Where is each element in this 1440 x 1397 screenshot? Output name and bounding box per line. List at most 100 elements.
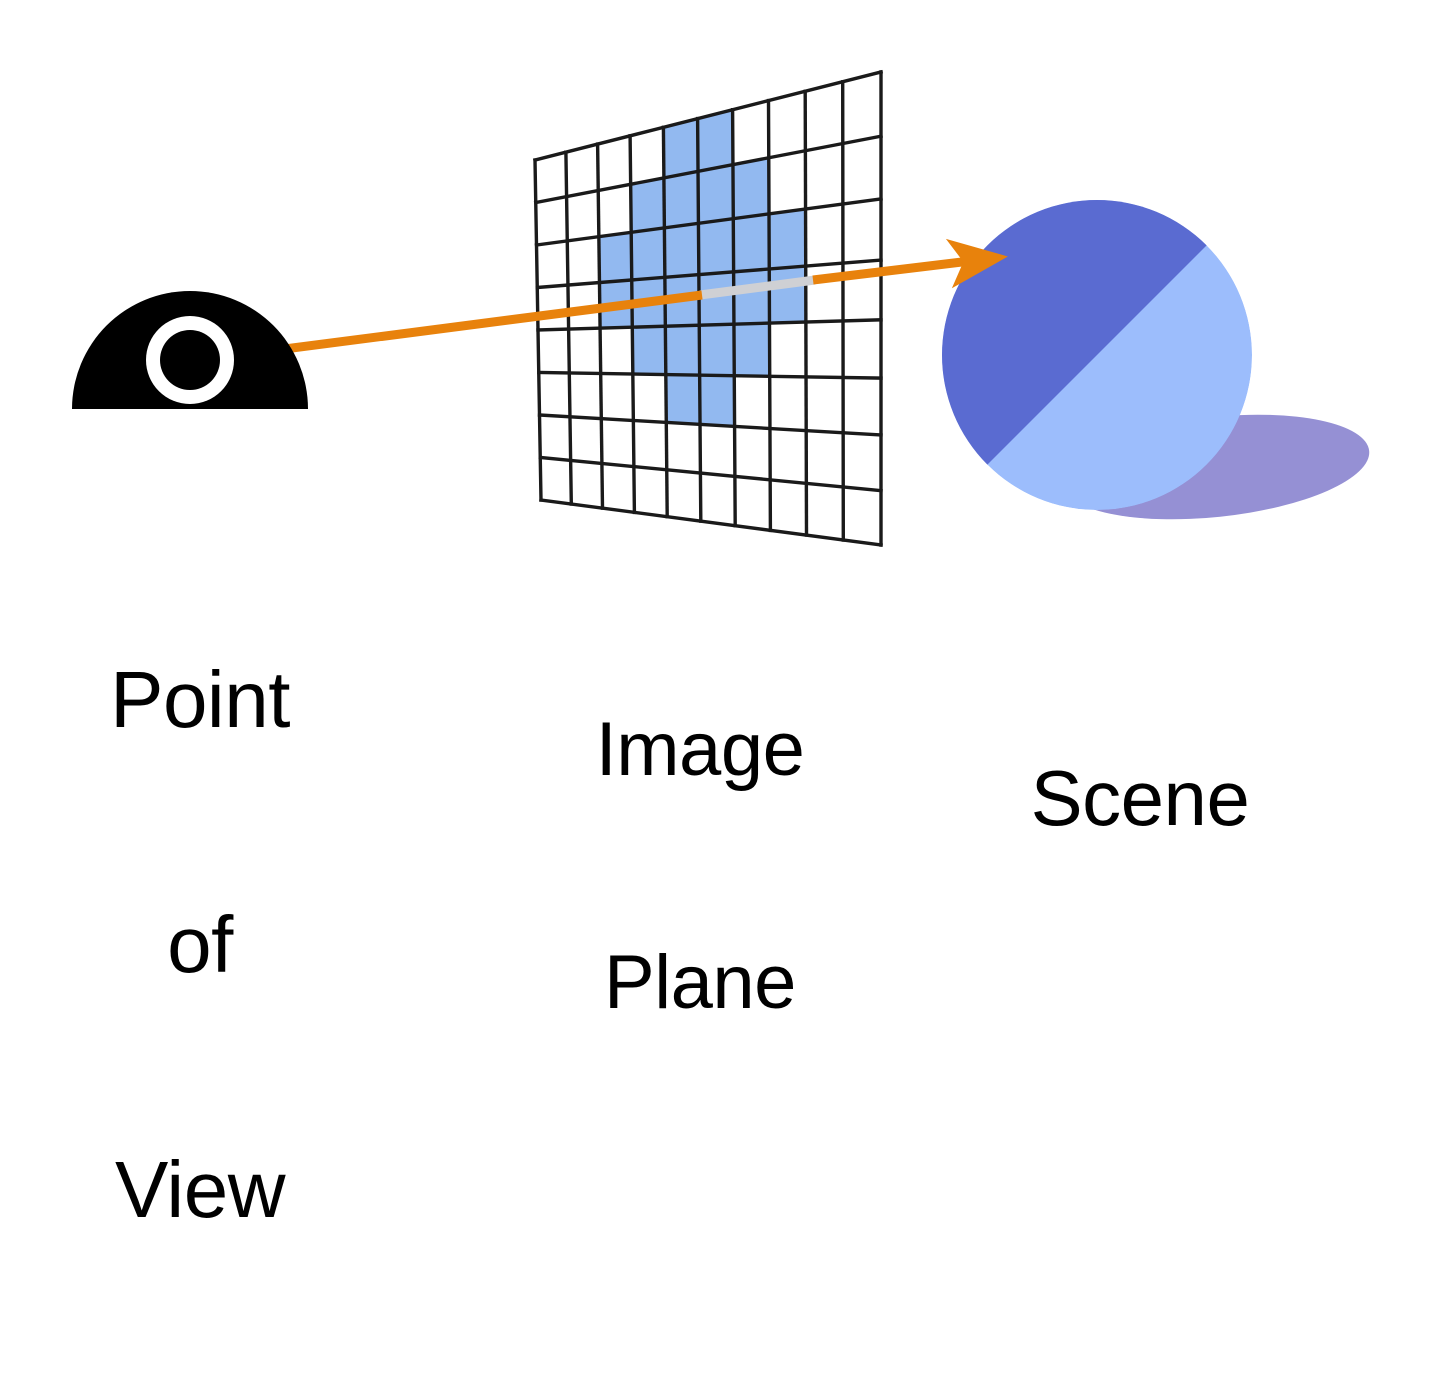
grid-cell [842, 136, 881, 204]
grid-cell [537, 284, 569, 330]
grid-cell-highlighted [733, 213, 770, 272]
grid-line-vertical [803, 89, 809, 537]
grid-cell-highlighted [698, 271, 734, 325]
grid-line-horizontal [537, 413, 883, 437]
grid-cell [806, 376, 844, 433]
grid-cell [734, 375, 770, 429]
grid-cell-highlighted [663, 171, 699, 228]
grid-line-vertical [695, 116, 703, 523]
grid-cell-highlighted [664, 222, 699, 277]
grid-cell [805, 203, 843, 266]
grid-cell [806, 430, 844, 487]
grid-cell [805, 143, 843, 209]
grid-cell [600, 326, 633, 374]
grid-cell-highlighted [598, 231, 632, 283]
grid-line-horizontal [533, 134, 883, 205]
grid-line-vertical [628, 134, 637, 515]
caption-pov-line2: of [167, 899, 233, 989]
grid-cell [700, 423, 735, 477]
grid-line-vertical [766, 98, 773, 533]
caption-plane-line2: Plane [604, 939, 796, 1025]
grid-cell-highlighted [698, 164, 734, 223]
grid-cell [536, 240, 568, 288]
grid-cell [805, 320, 844, 378]
ray-occluded-segment [699, 275, 816, 300]
caption-pov-line1: Point [110, 655, 290, 745]
grid-cell-highlighted [630, 177, 665, 232]
diagram-canvas: Point of View Image Plane Scene [72, 69, 1370, 1230]
grid-cell [842, 198, 881, 263]
grid-cell-highlighted [733, 268, 770, 324]
grid-cell-highlighted [697, 109, 733, 171]
grid-cell [842, 72, 881, 144]
grid-cell-highlighted [665, 324, 700, 375]
grid-cell-highlighted [769, 265, 806, 323]
grid-cell-highlighted [631, 227, 665, 280]
grid-line-vertical [840, 80, 846, 542]
grid-cell [770, 428, 807, 484]
grid-line-horizontal [538, 455, 883, 493]
grid-cell [598, 184, 632, 237]
grid-cell [565, 144, 599, 197]
caption-point-of-view: Point of View [20, 496, 380, 1394]
grid-cell [734, 476, 771, 531]
grid-cell [567, 236, 600, 285]
grid-cell [805, 81, 843, 151]
grid-cell [601, 418, 634, 467]
grid-cell [600, 373, 634, 421]
grid-cell-highlighted [699, 374, 735, 426]
grid-cell [666, 422, 701, 473]
image-plane-grid [532, 69, 884, 547]
grid-cell-highlighted [769, 208, 806, 269]
grid-cell [567, 282, 600, 329]
grid-line-horizontal [534, 196, 883, 247]
grid-cell [633, 420, 667, 470]
grid-cell [768, 150, 806, 214]
caption-image-plane: Image Plane [500, 556, 900, 1176]
grid-cell [539, 415, 571, 461]
caption-scene: Scene [930, 600, 1350, 998]
grid-cell [805, 262, 843, 322]
grid-cell [633, 466, 668, 517]
grid-line-vertical [730, 107, 737, 528]
grid-cell [700, 472, 736, 526]
grid-cell [630, 127, 664, 184]
grid-cell [768, 91, 806, 158]
caption-pov-line3: View [115, 1144, 285, 1234]
grid-cell-highlighted [733, 157, 769, 219]
grid-cell [843, 486, 881, 545]
grid-cell [734, 426, 771, 480]
ray-tracing-diagram [72, 69, 1370, 547]
grid-cell [632, 373, 667, 422]
grid-cell [732, 100, 769, 165]
grid-cell [601, 463, 635, 513]
grid-cell [538, 328, 570, 373]
grid-line-vertical [595, 142, 605, 510]
grid-cell-highlighted [698, 218, 734, 274]
grid-cell [770, 479, 807, 536]
view-ray-segment-far [812, 238, 1008, 289]
grid-cell-highlighted [665, 374, 700, 424]
grid-cell [666, 469, 701, 522]
grid-cell-highlighted [663, 118, 698, 178]
grid-cells [535, 72, 881, 545]
grid-cell [597, 135, 631, 191]
grid-line-horizontal [536, 318, 883, 332]
caption-scene-line1: Scene [1030, 754, 1250, 843]
grid-cell [769, 375, 807, 431]
grid-line-horizontal [532, 69, 884, 163]
grid-cell [538, 372, 570, 417]
grid-cell [843, 432, 881, 491]
grid-cell [535, 196, 568, 245]
grid-cell [769, 321, 806, 377]
grid-cell-highlighted [734, 322, 770, 376]
grid-line-horizontal [537, 370, 883, 380]
grid-cell [843, 377, 881, 435]
caption-plane-line1: Image [595, 707, 805, 793]
grid-cell [570, 460, 603, 509]
grid-cell-highlighted [632, 325, 666, 374]
grid-cell [569, 372, 602, 419]
view-ray-segment-near [214, 290, 703, 363]
grid-cell [806, 483, 844, 540]
grid-cell [535, 152, 567, 203]
